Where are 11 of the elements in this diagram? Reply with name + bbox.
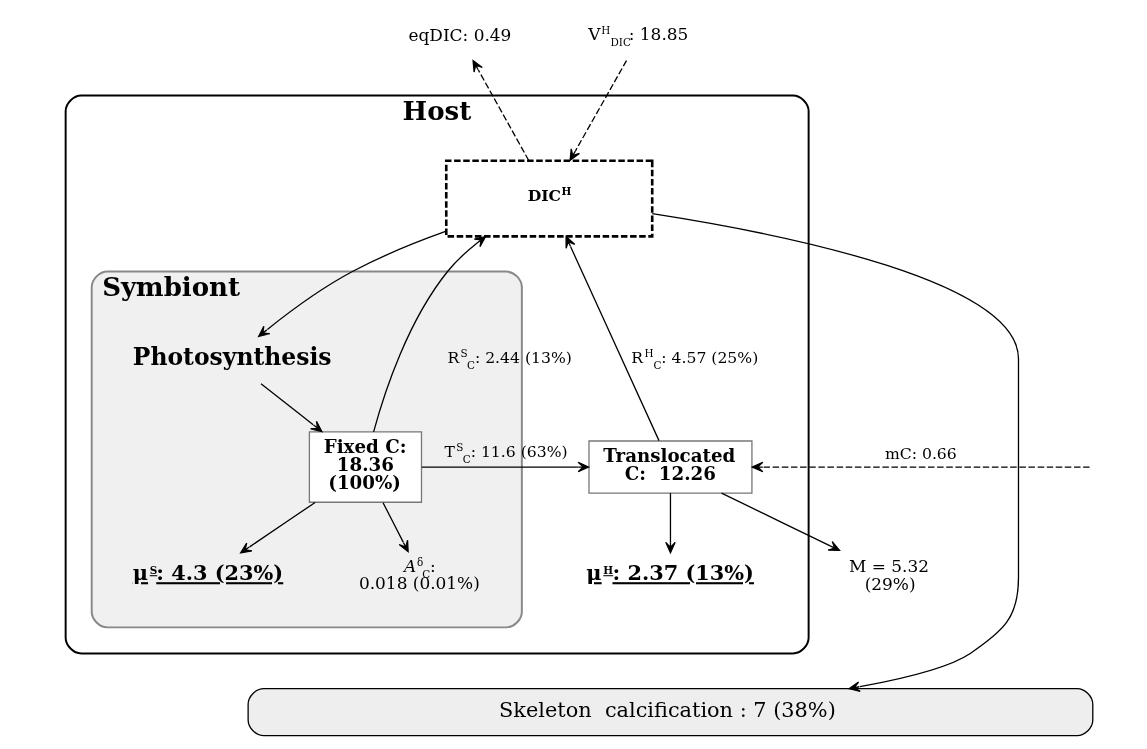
node-text: eqDIC: 0.49 — [407, 25, 511, 46]
node-text: Photosynthesis — [132, 342, 332, 371]
node-text: μ$^{H}$: 2.37 (13%) — [585, 560, 754, 586]
node-text: A$^{δ}$$_{C}$: 0.018 (0.01%) — [358, 555, 480, 593]
node-text: μ$^{S}$: 4.3 (23%) — [132, 560, 283, 586]
edge-label: R$^{H}$$_{C}$: 4.57 (25%) — [630, 346, 758, 371]
edge-label: R$^{S}$$_{C}$: 2.44 (13%) — [447, 346, 572, 371]
node-text: M = 5.32 (29%) — [848, 555, 929, 595]
edge-label: mC: 0.66 — [884, 443, 957, 463]
node-text: V$^{H}$$_{DIC}$: 18.85 — [587, 24, 688, 49]
edge-label: T$^{S}$$_{C}$: 11.6 (63%) — [444, 441, 568, 466]
